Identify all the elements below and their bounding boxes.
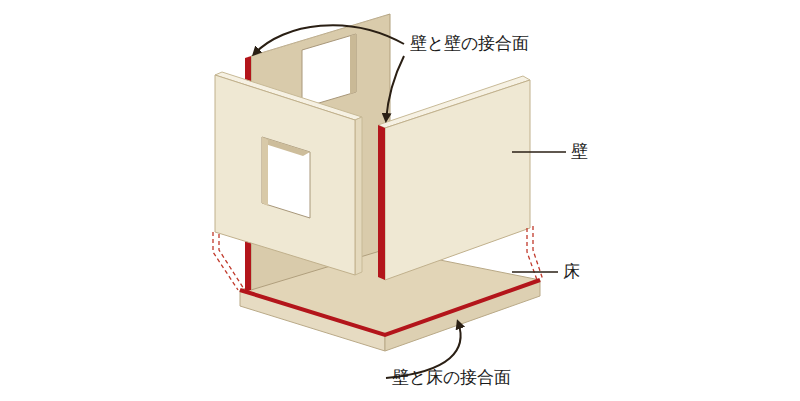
joint-label: 壁と床の接合面 xyxy=(392,367,511,387)
part-label: 床 xyxy=(563,261,580,281)
right-wall xyxy=(378,76,530,280)
joint-label: 壁と壁の接合面 xyxy=(410,33,529,53)
part-label: 壁 xyxy=(571,141,588,161)
left-wall xyxy=(215,72,362,275)
leader-line xyxy=(254,25,566,378)
dashed-guide xyxy=(213,226,543,290)
